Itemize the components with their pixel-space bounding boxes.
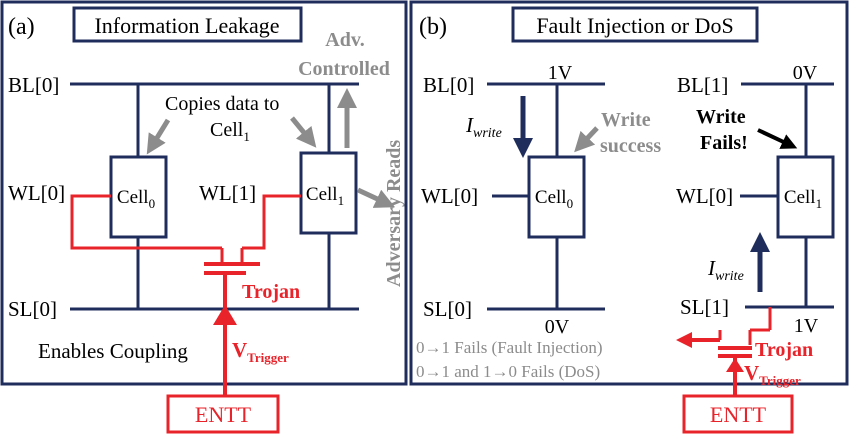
entt-label-a: ENTT	[195, 402, 252, 427]
bl0-label: BL[0]	[8, 73, 59, 97]
entt-box-a	[166, 394, 280, 434]
panel-a-label: (a)	[8, 14, 35, 40]
b-wl0-left-label: WL[0]	[421, 184, 478, 208]
vtrigger-arrow-a	[213, 305, 237, 325]
write-fails-line2: Fails!	[700, 132, 748, 154]
adv-line1: Adv.	[325, 29, 364, 51]
wl1-trojan-wire	[242, 194, 301, 250]
adversary-reads-arrow	[356, 187, 396, 208]
cell1-box	[299, 151, 358, 235]
b-v-top-right: 0V	[793, 62, 818, 84]
b-v-top-left: 1V	[548, 62, 573, 84]
adversary-reads-label: Adversary Reads	[383, 140, 405, 287]
write-success-line2: success	[600, 135, 661, 157]
trojan-label-b: Trojan	[755, 339, 813, 361]
panel-b-title: Fault Injection or DoS	[536, 13, 733, 38]
panel-a: (a) Information Leakage BL[0] SL[0] Cell…	[0, 0, 408, 434]
copies-arrow-left	[146, 118, 171, 155]
panel-a-border	[0, 0, 408, 386]
iwrite-right-label: Iwrite	[707, 256, 744, 284]
b-cell0-label: Cell0	[535, 187, 573, 211]
panel-b: (b) Fault Injection or DoS BL[0] 1V Cell…	[409, 0, 849, 434]
b-cell0-box	[527, 155, 586, 239]
cell0-label: Cell0	[117, 187, 155, 211]
panel-a-title-box	[72, 6, 303, 43]
enables-coupling-label: Enables Coupling	[38, 339, 188, 363]
write-success-line1: Write	[601, 109, 651, 131]
panel-a-title: Information Leakage	[94, 13, 279, 38]
b-v-bot-right: 1V	[794, 315, 819, 337]
b-sl0-label: SL[0]	[423, 297, 472, 321]
adv-line2: Controlled	[298, 58, 390, 80]
vtrigger-label-b: VTrigger	[744, 361, 801, 388]
b-cell1-label: Cell1	[784, 187, 822, 211]
write-fails-arrow	[757, 128, 798, 149]
copies-line2: Cell1	[210, 119, 250, 144]
wl0-trojan-wire	[70, 194, 222, 250]
b-cell1-box	[776, 155, 835, 239]
b-vtrigger-arrow	[726, 358, 744, 372]
sl0-label: SL[0]	[8, 297, 57, 321]
vtrigger-label-a: VTrigger	[232, 338, 289, 365]
write-fails-line1: Write	[696, 106, 746, 128]
write-success-arrow	[574, 126, 599, 153]
fail-note-1: 0→1 Fails (Fault Injection)	[416, 338, 603, 357]
b-bl1-label: BL[1]	[677, 73, 728, 97]
panel-b-border	[409, 0, 849, 386]
panel-b-title-box	[511, 6, 759, 43]
b-v-bot-left: 0V	[545, 316, 570, 338]
wl1-label: WL[1]	[199, 181, 256, 205]
b-sl1-label: SL[1]	[680, 295, 729, 319]
entt-box-b	[682, 394, 794, 434]
b-wl0-right-label: WL[0]	[676, 184, 733, 208]
b-bl0-label: BL[0]	[423, 73, 474, 97]
iwrite-left-label: Iwrite	[465, 113, 502, 141]
trojan-label-a: Trojan	[242, 281, 300, 303]
panel-b-label: (b)	[419, 14, 447, 40]
entt-label-b: ENTT	[710, 402, 767, 427]
fail-note-2: 0→1 and 1→0 Fails (DoS)	[416, 362, 600, 381]
copies-line1: Copies data to	[165, 93, 279, 115]
cell1-label: Cell1	[306, 184, 344, 208]
wl0-label: WL[0]	[8, 181, 65, 205]
copies-arrow-right	[290, 116, 317, 148]
